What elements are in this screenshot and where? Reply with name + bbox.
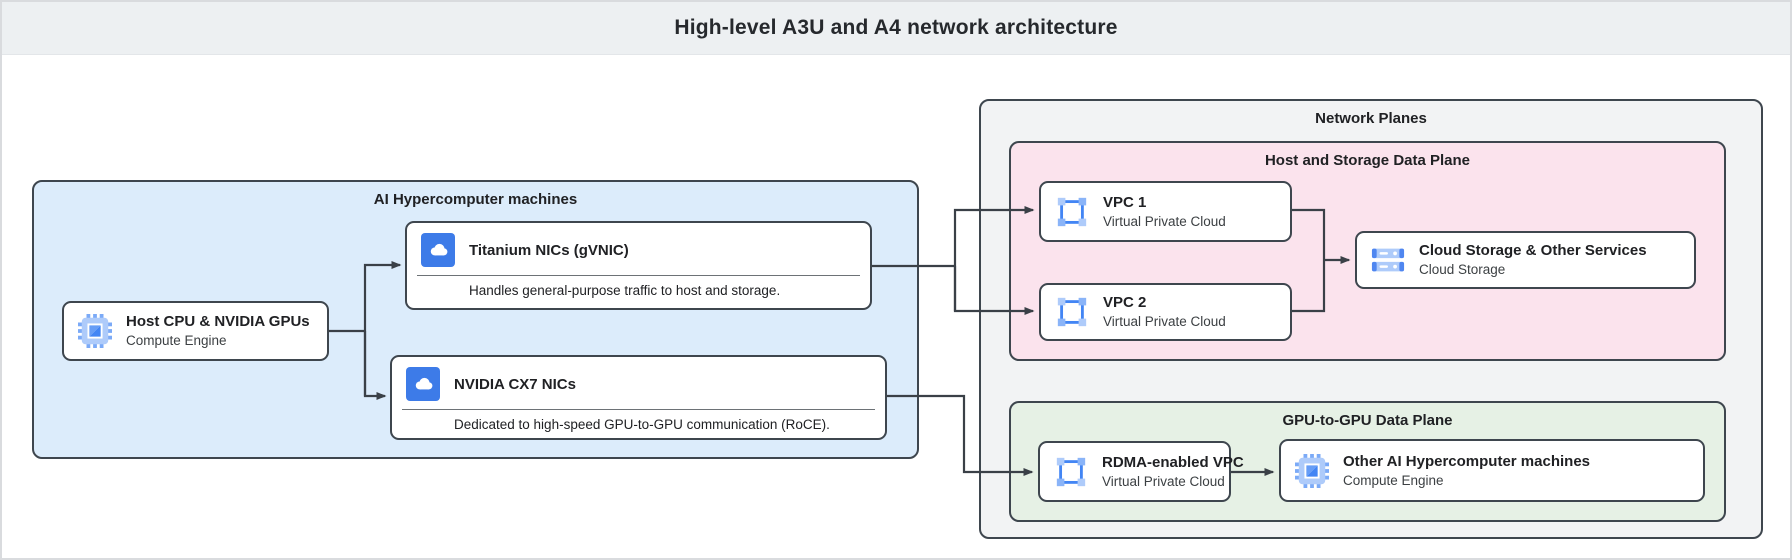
node-title: VPC 1 [1103,193,1147,211]
node-other-ai-machines: Other AI Hypercomputer machines Compute … [1279,439,1705,502]
page-title: High-level A3U and A4 network architectu… [674,16,1118,39]
node-subtitle: Virtual Private Cloud [1102,473,1225,489]
node-cloud-storage: Cloud Storage & Other Services Cloud Sto… [1355,231,1696,289]
node-rdma-vpc: RDMA-enabled VPC Virtual Private Cloud [1038,441,1244,502]
vpc-icon [1057,197,1087,226]
divider [402,409,875,410]
node-title: VPC 2 [1103,294,1147,311]
node-subtitle: Virtual Private Cloud [1103,314,1226,329]
node-subtitle: Virtual Private Cloud [1103,213,1226,229]
compute-engine-icon [1295,453,1329,488]
vpc-icon [1057,297,1087,327]
node-description: Dedicated to high-speed GPU-to-GPU commu… [454,417,830,432]
node-title: Cloud Storage & Other Services [1419,242,1647,259]
group-ai-label: AI Hypercomputer machines [373,191,578,208]
node-title: Titanium NICs (gVNIC) [469,241,629,259]
compute-engine-icon [78,314,112,348]
node-title: Other AI Hypercomputer machines [1343,452,1591,470]
cloud-icon [421,233,455,267]
node-host-cpu: Host CPU & NVIDIA GPUs Compute Engine [62,301,329,361]
node-title: Host CPU & NVIDIA GPUs [126,313,310,330]
node-vpc2: VPC 2 Virtual Private Cloud [1039,283,1292,341]
node-title: NVIDIA CX7 NICs [454,375,576,393]
node-titanium-nics: Titanium NICs (gVNIC) Handles general-pu… [405,221,872,310]
group-network-planes-label: Network Planes [1315,110,1427,127]
node-title: RDMA-enabled VPC [1102,453,1244,471]
title-bar: High-level A3U and A4 network architectu… [2,2,1790,55]
node-description: Handles general-purpose traffic to host … [469,283,781,298]
node-vpc1: VPC 1 Virtual Private Cloud [1039,181,1292,242]
cloud-storage-icon [1371,248,1405,272]
node-subtitle: Cloud Storage [1419,262,1506,277]
group-host-storage-plane-label: Host and Storage Data Plane [1264,152,1471,169]
cloud-icon [406,367,440,401]
node-subtitle: Compute Engine [1343,472,1444,488]
node-subtitle: Compute Engine [126,333,227,348]
vpc-icon [1056,457,1086,486]
divider [417,275,860,276]
node-cx7-nics: NVIDIA CX7 NICs Dedicated to high-speed … [390,355,887,440]
group-gpu-plane-label: GPU-to-GPU Data Plane [1282,412,1453,429]
